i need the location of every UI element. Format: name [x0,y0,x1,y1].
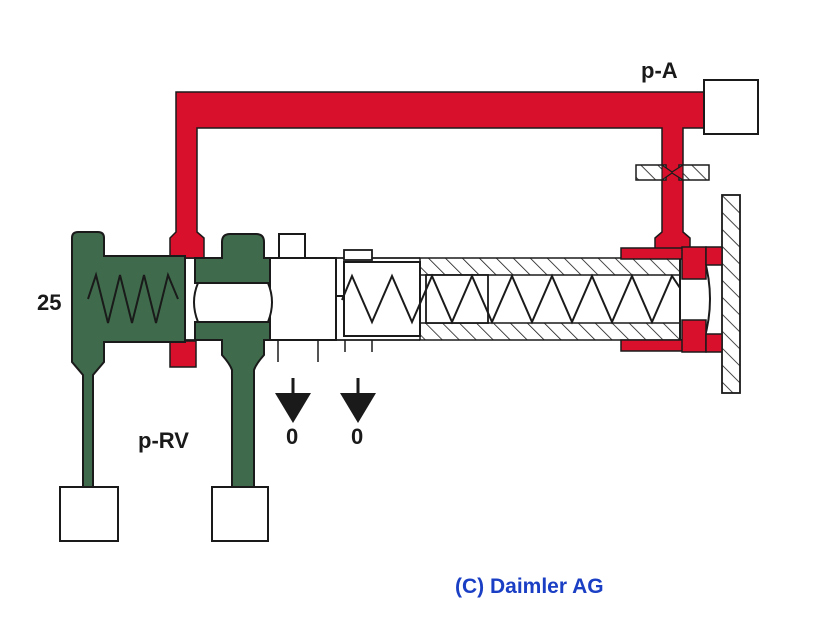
valve-spring [341,273,689,325]
green-piston-25 [71,231,186,488]
pedal-box-left [59,486,119,542]
plunger-cap [679,194,741,394]
label-p-a: p-A [641,58,678,83]
label-exhaust-1: 0 [286,424,299,449]
label-exhaust-2: 0 [351,424,364,449]
pedal-box-right [211,486,269,542]
label-25: 25 [37,290,62,315]
label-p-rv: p-RV [138,428,189,453]
valve-piston [269,233,489,362]
copyright-notice: (C) Daimler AG [455,575,604,598]
pressure-line-a [169,91,723,368]
port-box-a [703,79,759,135]
green-piston-rv [193,233,273,488]
line-restriction [635,163,710,182]
